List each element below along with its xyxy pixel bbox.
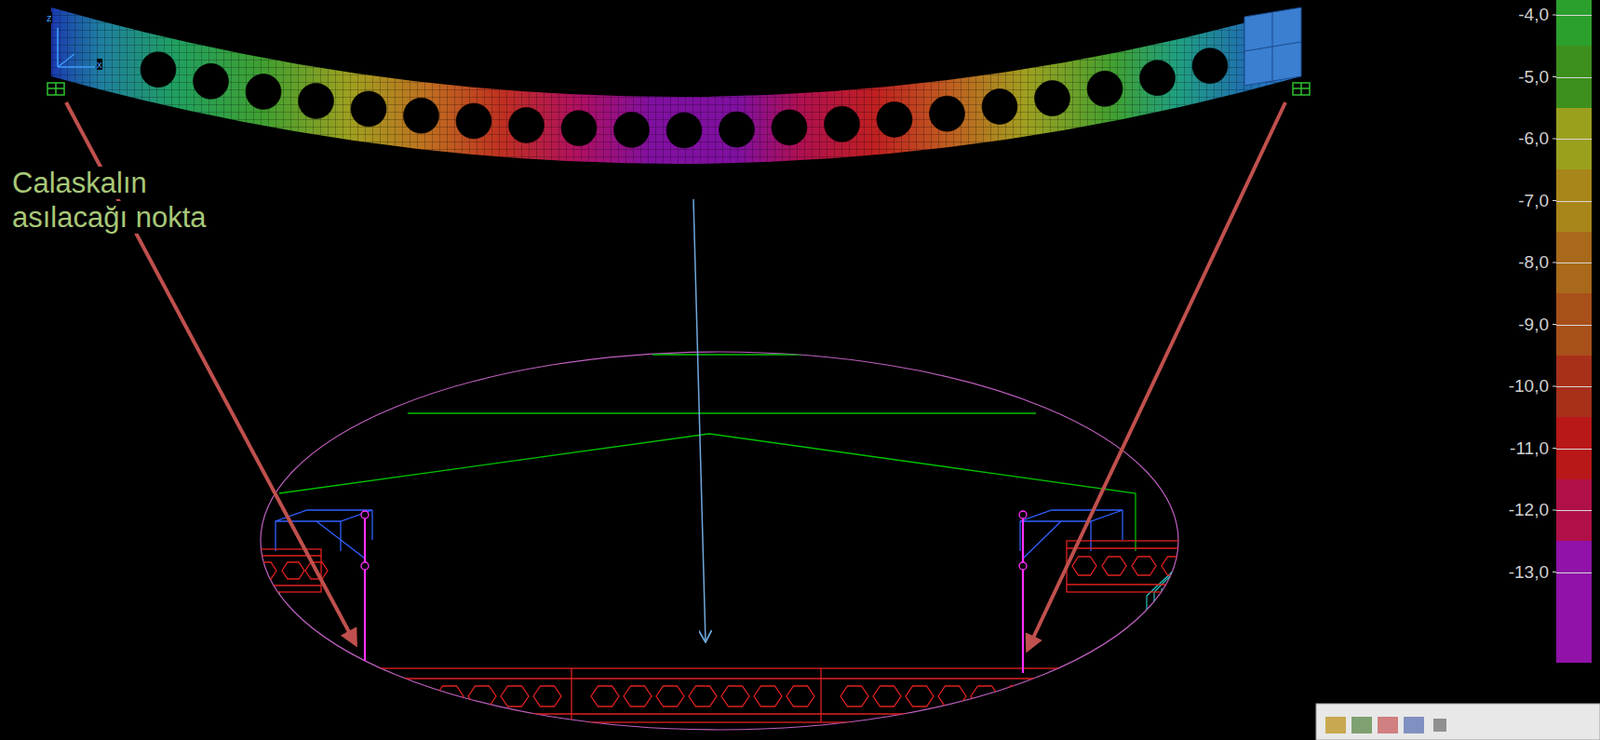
scale-tick — [1556, 262, 1592, 264]
scale-tick — [1556, 324, 1592, 326]
axis-label: z — [46, 13, 66, 24]
scale-value: -4,0 — [1516, 4, 1549, 26]
scale-tick — [1552, 510, 1592, 511]
scale-tick — [1556, 510, 1592, 511]
beam-opening — [370, 685, 399, 707]
scale-swatch — [1556, 540, 1592, 663]
scale-tick — [1556, 138, 1592, 140]
scale-value: -13,0 — [1505, 562, 1549, 583]
beam-opening — [1131, 556, 1157, 576]
scale-value: -9,0 — [1516, 314, 1549, 336]
beam-opening — [1072, 556, 1097, 576]
beam-opening — [656, 685, 685, 707]
beam-opening — [337, 685, 366, 707]
scale-tick — [1552, 323, 1592, 325]
scale-swatch — [1556, 0, 1592, 46]
scale-value: -6,0 — [1516, 128, 1549, 149]
beam-hole — [824, 106, 861, 142]
scale-value: -11,0 — [1507, 438, 1549, 459]
beam-opening — [282, 562, 305, 579]
scale-value: -10,0 — [1505, 376, 1549, 397]
scale-tick — [1552, 14, 1592, 16]
scale-tick — [1556, 572, 1592, 574]
scale-tick — [1552, 200, 1592, 202]
beam-opening — [591, 685, 619, 707]
beam-hole — [298, 82, 335, 119]
scale-tick — [1552, 447, 1592, 449]
beam-hole — [1087, 70, 1123, 107]
beam-opening — [873, 685, 901, 707]
scale-tick — [1552, 138, 1592, 140]
beam-hole — [876, 101, 913, 137]
beam-opening — [970, 685, 999, 707]
beam-hole — [1035, 80, 1071, 117]
scale-tick — [1556, 14, 1592, 16]
beam-opening — [468, 685, 497, 707]
axis-label: x — [96, 59, 116, 70]
beam-hole — [245, 74, 282, 110]
beam-opening — [753, 685, 782, 707]
beam-opening — [688, 685, 717, 707]
beam-hole — [509, 107, 545, 144]
scale-value: -10,0 — [1508, 376, 1549, 396]
scale-value: -7,0 — [1518, 190, 1549, 211]
scale-value: -6,0 — [1518, 128, 1549, 148]
beam-hole — [350, 91, 387, 127]
beam-hole — [456, 103, 492, 139]
scale-tick — [1556, 448, 1592, 450]
beam-hole — [771, 109, 807, 146]
beam-opening — [1003, 685, 1032, 707]
beam-opening — [786, 685, 815, 707]
scale-tick — [1552, 76, 1592, 78]
scale-value: -4,0 — [1518, 4, 1549, 25]
scale-value: -7,0 — [1516, 190, 1549, 212]
note-text: Calaskalın asılacağı nokta — [12, 165, 264, 235]
beam-hole — [719, 111, 755, 148]
scale-tick — [1556, 77, 1592, 79]
beam-opening — [533, 685, 562, 707]
beam-opening — [403, 685, 431, 707]
beam-hole — [561, 110, 597, 147]
scale-value: -5,0 — [1518, 67, 1549, 87]
scale-value: -8,0 — [1516, 252, 1549, 273]
beam-hole — [929, 95, 966, 132]
axis-label: z — [46, 12, 53, 24]
scale-value: -5,0 — [1516, 67, 1549, 88]
beam-hole — [666, 112, 702, 148]
beam-opening — [435, 685, 464, 707]
beam-opening — [840, 685, 869, 707]
axis-label: x — [96, 58, 103, 70]
beam-hole — [140, 52, 176, 88]
scale-value: -12,0 — [1505, 499, 1549, 521]
scale-value: -9,0 — [1518, 314, 1549, 335]
beam-opening — [1102, 556, 1127, 576]
scale-tick — [1552, 571, 1592, 573]
scale-value: -12,0 — [1508, 499, 1549, 520]
beam-opening — [254, 562, 277, 579]
beam-hole — [1140, 60, 1176, 96]
scale-tick — [1556, 386, 1592, 388]
scale-value: -13,0 — [1508, 562, 1549, 582]
beam-hole — [193, 63, 229, 99]
beam-opening — [500, 685, 529, 707]
beam-hole — [403, 97, 440, 134]
beam-opening — [721, 685, 750, 707]
beam-opening — [1035, 685, 1064, 707]
scale-tick — [1556, 201, 1592, 202]
scale-value: -8,0 — [1518, 252, 1549, 272]
scale-tick — [1552, 386, 1592, 388]
beam-opening — [623, 685, 652, 707]
note-text: Calaskalın asılacağı nokta — [12, 166, 207, 234]
beam-opening — [905, 685, 934, 707]
beam-hole — [1192, 48, 1228, 84]
beam-hole — [614, 112, 650, 148]
beam-opening — [938, 685, 967, 707]
beam-opening — [1161, 556, 1186, 576]
scale-tick — [1552, 262, 1592, 264]
beam-hole — [981, 89, 1018, 125]
scale-value: -11,0 — [1509, 438, 1549, 458]
